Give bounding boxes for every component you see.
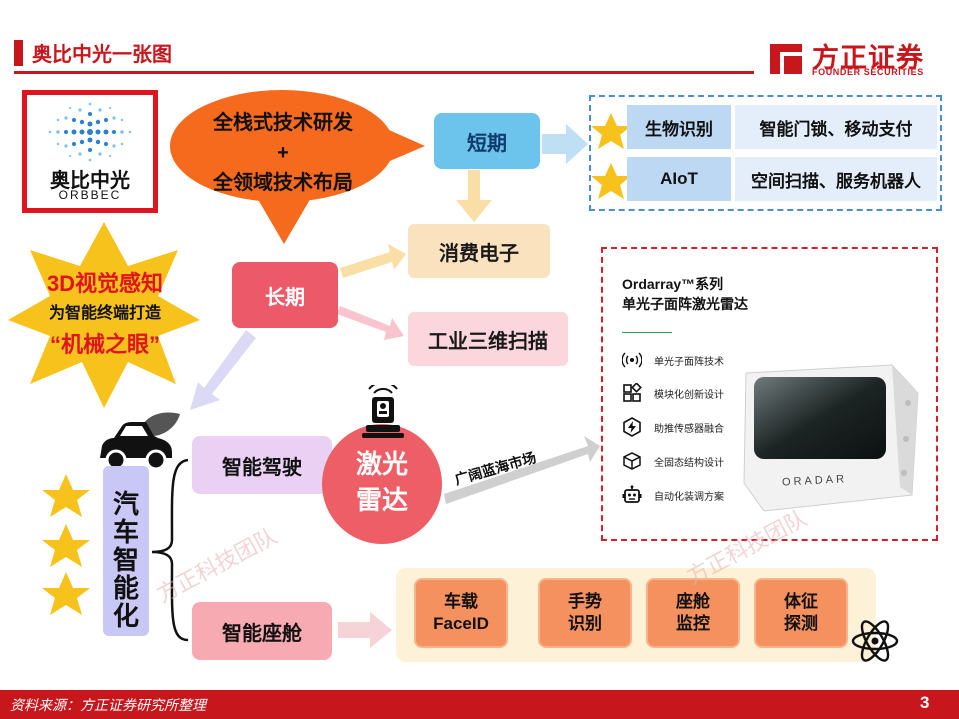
app-value: 智能门锁、移动支付 — [735, 105, 937, 149]
footer-source: 资料来源：方正证券研究所整理 — [10, 697, 206, 713]
industrial-scanning-box: 工业三维扫描 — [408, 312, 568, 366]
cabin-item-faceid: 车载 FaceID — [414, 578, 508, 648]
brand-name-en: FOUNDER SECURITIES — [812, 67, 924, 77]
device-brand: ORADAR — [782, 473, 848, 488]
brand-name-cn: 方正证券 — [812, 43, 924, 73]
cabin-item-vitals: 体征探测 — [754, 578, 848, 648]
title-divider — [14, 71, 754, 74]
orbbec-name-en: ORBBEC — [58, 188, 122, 202]
automotive-column — [103, 466, 149, 636]
strategy-line-3: 全领域技术布局 — [213, 172, 353, 194]
lidar-device-image: ORADAR — [743, 364, 919, 512]
vision-line-3: “机械之眼” — [49, 332, 160, 357]
robot-icon — [622, 485, 642, 503]
lidar-product-title: Ordarray™系列 单光子面阵激光雷达 — [622, 274, 748, 314]
bolt-icon — [623, 417, 641, 437]
consumer-electronics-box: 消费电子 — [408, 224, 550, 278]
cabin-item-gesture: 手势识别 — [538, 578, 632, 648]
founder-logo-icon — [766, 38, 806, 78]
strategy-bubble: 全栈式技术研发 + 全领域技术布局 — [178, 108, 388, 198]
automotive-label: 汽车智能化 — [112, 489, 139, 631]
short-term-box: 短期 — [434, 113, 540, 169]
feature-text: 助推传感器融合 — [654, 423, 724, 435]
feature-item: 自动化装调方案 — [622, 484, 724, 506]
cube-icon — [623, 452, 641, 470]
star-icons — [42, 113, 631, 615]
strategy-line-1: 全栈式技术研发 — [213, 112, 353, 134]
feature-text: 自动化装调方案 — [654, 491, 724, 503]
feature-item: 助推传感器融合 — [622, 416, 724, 438]
eco-car-icon — [100, 412, 180, 471]
lidar-label-line-2: 雷达 — [355, 485, 408, 515]
app-key: 生物识别 — [627, 105, 731, 149]
vision-line-2: 为智能终端打造 — [48, 305, 161, 322]
vision-badge: 3D视觉感知 为智能终端打造 “机械之眼” — [10, 268, 200, 362]
feature-item: 单光子面阵技术 — [622, 349, 724, 371]
cabin-item-line-1: 车载 — [444, 592, 478, 611]
footer-bar — [0, 690, 959, 719]
orbbec-logo-icon — [48, 102, 132, 162]
app-row-aiot: AIoT 空间扫描、服务机器人 — [627, 157, 939, 201]
feature-item: 模块化创新设计 — [622, 382, 724, 404]
lidar-label-line-1: 激光 — [355, 449, 408, 479]
cabin-item-line-1: 体征 — [784, 592, 818, 611]
lidar-circle-label: 激光 雷达 — [322, 446, 442, 518]
page-number: 3 — [920, 693, 930, 712]
title-accent-bar — [14, 40, 23, 66]
lidar-product-type: 单光子面阵激光雷达 — [622, 296, 748, 312]
page-title: 奥比中光一张图 — [32, 44, 172, 66]
vision-star-shape — [8, 222, 200, 408]
atom-icon — [851, 620, 899, 662]
lidar-series-name: Ordarray™系列 — [622, 276, 724, 292]
vision-line-1: 3D视觉感知 — [46, 271, 164, 296]
feature-text: 模块化创新设计 — [654, 389, 724, 401]
strategy-bubble-shape — [170, 90, 425, 244]
cabin-item-line-1: 手势 — [568, 592, 602, 611]
cabin-item-line-1: 座舱 — [676, 592, 710, 611]
app-row-biometrics: 生物识别 智能门锁、移动支付 — [627, 105, 939, 149]
feature-text: 全固态结构设计 — [654, 457, 724, 469]
cabin-item-line-2: 探测 — [784, 614, 818, 633]
lidar-sensor-icon — [362, 385, 404, 438]
cabin-item-monitoring: 座舱监控 — [646, 578, 740, 648]
lidar-title-rule — [622, 332, 672, 333]
short-term-apps-panel — [589, 95, 942, 211]
lidar-circle — [322, 424, 442, 544]
smart-driving-box: 智能驾驶 — [192, 436, 332, 494]
cabin-item-line-2: 识别 — [568, 614, 602, 633]
orbbec-name-cn: 奥比中光 — [50, 170, 130, 192]
smart-cockpit-box: 智能座舱 — [192, 602, 332, 660]
feature-text: 单光子面阵技术 — [654, 356, 724, 368]
cabin-item-line-2: FaceID — [433, 614, 489, 633]
module-icon — [623, 383, 642, 402]
signal-icon — [622, 352, 642, 368]
strategy-line-2: + — [277, 142, 289, 164]
long-term-box: 长期 — [232, 262, 338, 328]
app-value: 空间扫描、服务机器人 — [735, 157, 937, 201]
cabin-item-line-2: 监控 — [676, 614, 710, 633]
app-key: AIoT — [627, 157, 731, 201]
feature-item: 全固态结构设计 — [622, 450, 724, 472]
